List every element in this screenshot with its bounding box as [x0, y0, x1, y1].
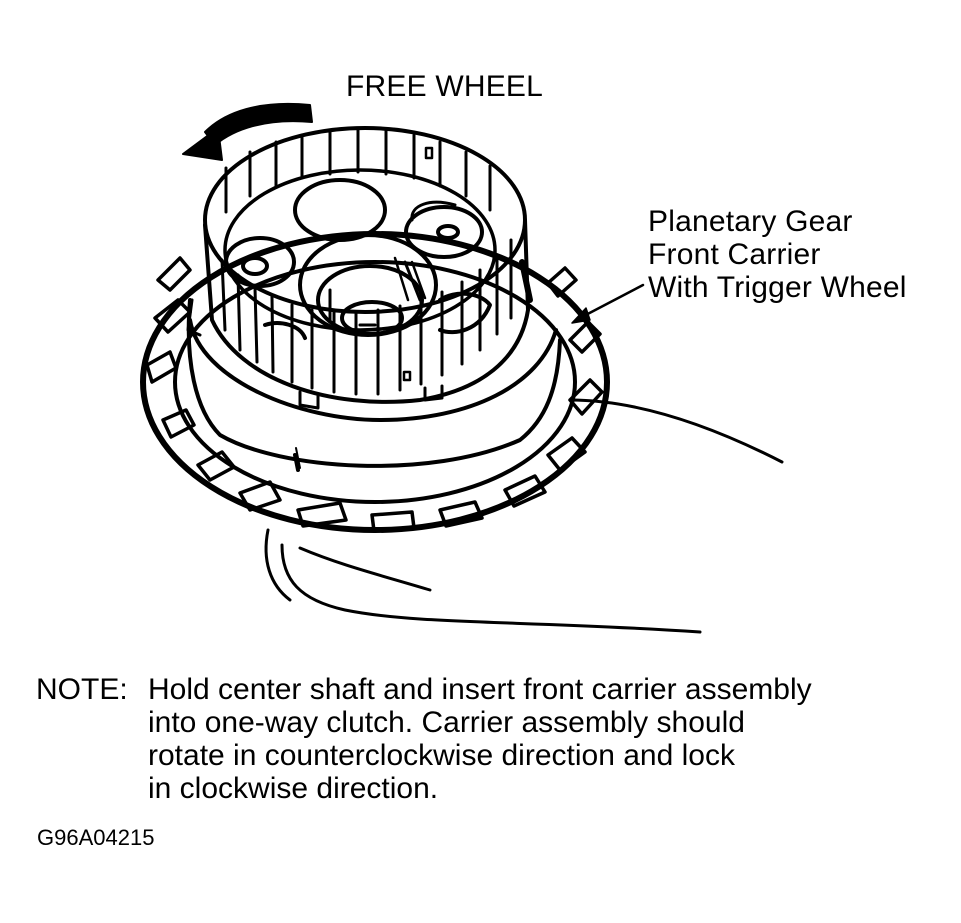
leader-arrow	[571, 283, 645, 324]
trigger-wheel	[140, 231, 610, 533]
carrier-face	[224, 178, 492, 340]
carrier-tab	[519, 259, 533, 303]
carrier-tab	[186, 298, 202, 337]
note-prefix: NOTE:	[36, 673, 128, 706]
component-label-line: Planetary Gear	[648, 205, 853, 238]
note-line: Hold center shaft and insert front carri…	[148, 673, 812, 706]
free-wheel-label: FREE WHEEL	[346, 70, 544, 103]
note-body: Hold center shaft and insert front carri…	[148, 673, 812, 805]
component-label-line: Front Carrier	[648, 238, 821, 271]
note-line: into one-way clutch. Carrier assembly sh…	[148, 706, 745, 739]
figure-id: G96A04215	[37, 825, 155, 850]
curved-arrow-counterclockwise-icon	[182, 102, 313, 161]
component-label: Planetary Gear Front Carrier With Trigge…	[648, 205, 907, 304]
note-line: rotate in counterclockwise direction and…	[148, 739, 735, 772]
note-line: in clockwise direction.	[148, 772, 439, 805]
component-label-line: With Trigger Wheel	[648, 271, 907, 304]
carrier-drum	[203, 126, 530, 410]
carrier-body	[186, 298, 562, 472]
